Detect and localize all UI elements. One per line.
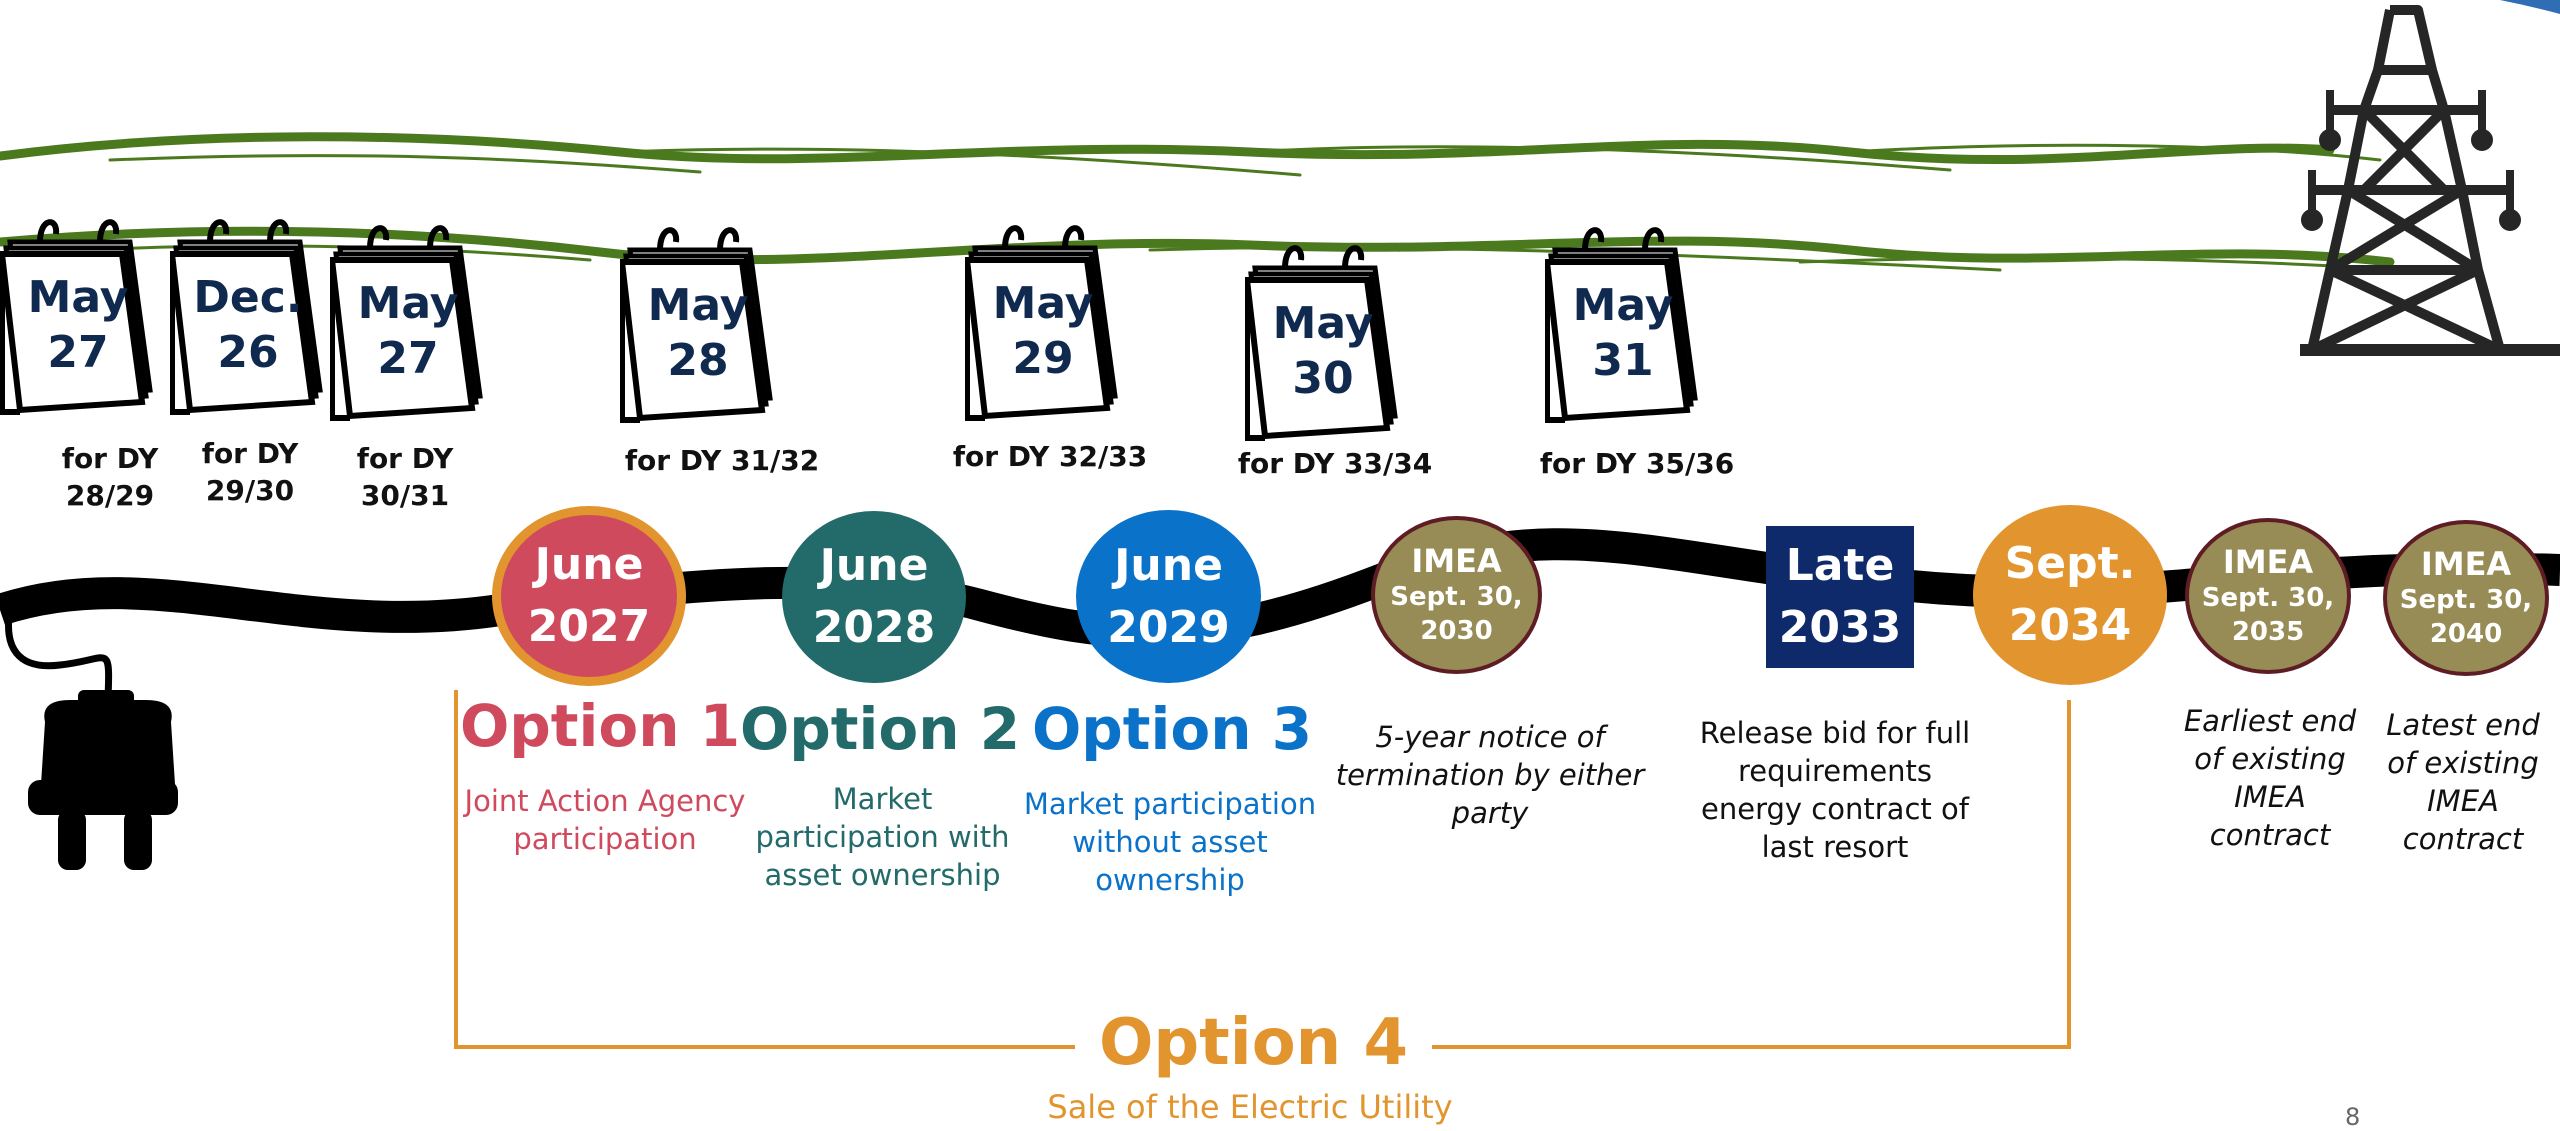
calendar-icon [1545,227,1698,423]
note-imea-2040: Latest end of existing IMEA contract [2386,708,2540,856]
calendar-icon [1245,245,1398,441]
calendar-day: 27 [47,327,109,378]
option1-title: Option 1 [459,692,741,760]
cable-line [0,528,2560,649]
note-imea-2030: 5-year notice of termination by either p… [1335,720,1645,830]
option2-description: Market participation with asset ownershi… [755,782,1010,892]
calendar-icon [330,225,483,421]
option4-bracket [454,690,2071,1049]
calendar-icon [0,219,153,415]
page-number: 8 [2345,1103,2361,1131]
calendar-month: Dec. [193,272,303,323]
milestone-june-2027: June 2027 [492,506,686,686]
plug-icon [28,690,178,870]
option2-title: Option 2 [739,695,1021,763]
calendar-month: May [27,272,129,323]
calendar-day: 27 [377,333,439,384]
note-imea-2035: Earliest end of existing IMEA contract [2183,704,2357,852]
plug-cable [5,599,113,701]
calendar-caption: for DY 32/33 [952,440,1148,473]
milestone-imea-2030: IMEA Sept. 30, 2030 [1371,516,1542,674]
calendar-icon [620,227,773,423]
milestone-late-2033: Late 2033 [1766,526,1914,668]
option3-title: Option 3 [1031,695,1313,763]
calendar-day: 31 [1592,335,1654,386]
milestone-imea-2040: IMEA Sept. 30, 2040 [2383,520,2549,676]
calendar-2: Dec.26 [170,212,330,422]
calendar-day: 29 [1012,333,1074,384]
calendar-month: May [357,278,459,329]
option1-description: Joint Action Agency participation [464,784,746,856]
power-tower-icon [2300,5,2560,356]
option4-description: Sale of the Electric Utility [1047,1088,1453,1126]
milestone-imea-2035: IMEA Sept. 30, 2035 [2185,518,2351,674]
calendar-day: 26 [217,327,279,378]
milestone-june-2028: June 2028 [782,511,966,683]
option4-title: Option 4 [1098,1006,1409,1080]
calendar-caption: for DY 35/36 [1539,447,1735,480]
power-lines [0,132,2395,272]
calendar-month: May [1572,280,1674,331]
calendar-month: May [1272,298,1374,349]
calendar-caption: for DY 31/32 [624,444,820,477]
corner-accent [2500,0,2560,14]
milestone-june-2029: June 2029 [1076,510,1261,683]
calendar-icon [170,219,323,415]
option3-description: Market participation without asset owner… [1023,787,1317,897]
calendar-month: May [647,280,749,331]
calendar-icon [965,225,1118,421]
milestone-sept-2034: Sept. 2034 [1973,505,2167,685]
calendar-day: 30 [1292,353,1354,404]
note-late-2033: Release bid for full requirements energy… [1699,716,1971,864]
calendar-month: May [992,278,1094,329]
calendar-caption: for DY 33/34 [1237,447,1433,480]
calendar-day: 28 [667,335,729,386]
